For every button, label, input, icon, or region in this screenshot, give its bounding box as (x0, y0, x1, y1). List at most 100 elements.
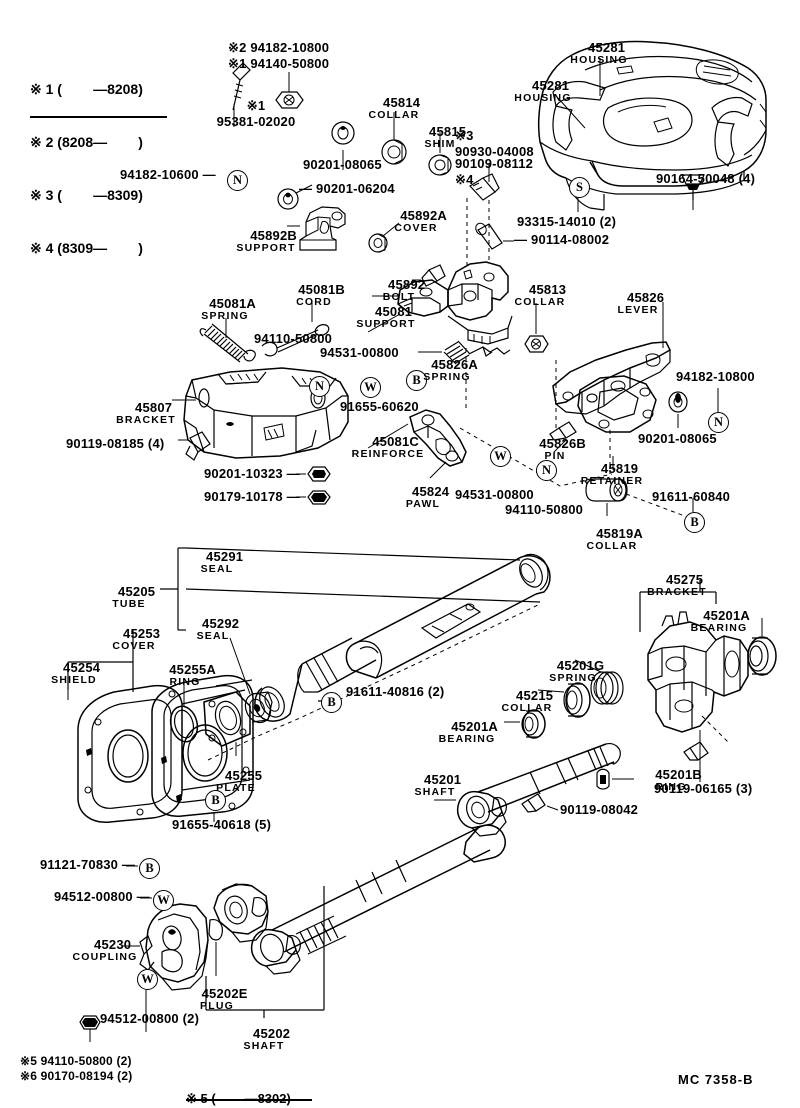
label-94140-50800: ※1 94140-50800 (228, 56, 330, 71)
label-94182-10800-right: 94182-10800 (676, 369, 755, 384)
part-45819A-shape (585, 478, 628, 516)
part-45892-shape (412, 264, 446, 287)
note-star5: ※5 94110-50800 (2) (20, 1054, 132, 1068)
part-45081-shape (367, 261, 513, 345)
part-90201-08065-b-shape (668, 391, 688, 428)
part-90164-50048-shape (681, 174, 705, 210)
label-91611-60840: 91611-60840 (652, 489, 731, 504)
part-45202-upper-joint-shape (213, 883, 269, 943)
marker-W-94512-00800-a: W (153, 890, 174, 911)
label-90201-08065-a: 90201-08065 (303, 157, 382, 172)
diagram-code: MC 7358-B (678, 1072, 754, 1087)
part-45815-shape (428, 132, 452, 176)
part-95381-02020-shape (232, 62, 251, 127)
part-90201-10323-shape (296, 466, 331, 482)
label-90119-08042: 90119-08042 (560, 802, 639, 817)
part-45275-shape (647, 611, 749, 733)
label-94512-00800-b: 94512-00800 (2) (100, 1011, 200, 1026)
label-94531-00800-a: 94531-00800 (320, 345, 399, 360)
marker-S-93315: S (569, 177, 590, 198)
label-91655-40618: 91655-40618 (5) (172, 817, 272, 832)
marker-B-91655-40618: B (205, 790, 226, 811)
marker-N-94110-50800-b: N (536, 460, 557, 481)
label-90109-08112: 90109-08112 ※4 (455, 156, 534, 187)
part-45281-housing-shape (537, 40, 767, 211)
marker-W-94531-00800-b: W (490, 446, 511, 467)
label-94182-10800-top: ※2 94182-10800 (228, 40, 330, 55)
part-45292-shape (229, 637, 273, 724)
part-90119-08042-shape (521, 793, 559, 813)
marker-N-94110-50800-a: N (309, 376, 330, 397)
label-94110-50800-b: 94110-50800 (505, 502, 584, 517)
part-45230-shape (122, 903, 209, 991)
marker-B-91611-60840: B (684, 512, 705, 533)
part-90119-06165-shape (683, 741, 709, 761)
label-90114-08002: — 90114-08002 (514, 232, 610, 247)
marker-B-91655-60620: B (406, 370, 427, 391)
part-45081B-shape (261, 300, 330, 357)
marker-W-94512-00800-b: W (137, 969, 158, 990)
label-93315-14010: 93315-14010 (2) (517, 214, 617, 229)
part-45202E-shape (208, 919, 223, 976)
part-45826A-shape (418, 340, 511, 365)
label-90201-06204: — 90201-06204 (299, 181, 395, 196)
part-45824-shape (367, 409, 467, 479)
note-star6: ※6 90170-08194 (2) (20, 1069, 133, 1083)
part-90930-04008-shape (469, 163, 500, 201)
label-95381-02020: ※1 95381-02020 (216, 98, 296, 130)
label-90201-10323: 90201-10323 — (204, 466, 300, 481)
part-45826B-shape (549, 421, 577, 453)
label-90201-08065-b: 90201-08065 (638, 431, 717, 446)
label-90930-04008: ※3 90930-04008 (455, 128, 534, 159)
part-45253-45254-shape (67, 630, 254, 823)
part-45813-shape (524, 303, 549, 353)
legend-bottom: ※ 5 ( —8302) ※ 6 (8302— ) (186, 1090, 291, 1106)
part-45201A-bearing-a-shape (747, 618, 777, 676)
part-45081A-shape (199, 318, 256, 363)
part-90114-08002-shape (475, 222, 514, 250)
marker-N-94182-10600: N (227, 170, 248, 191)
marker-B-91611-40816: B (321, 692, 342, 713)
part-94110-50800-nut-shape (79, 1015, 101, 1042)
part-45205-tube-shape (254, 553, 551, 722)
label-94512-00800-a: 94512-00800 — (54, 889, 150, 904)
part-45201A-bearing-b-shape (504, 709, 546, 739)
part-90119-08185-shape (178, 431, 211, 461)
part-90179-10178-shape (296, 490, 331, 505)
part-94140-50800-shape (275, 72, 304, 109)
part-45826-shape (552, 302, 671, 433)
label-91655-60620: 91655-60620 (340, 399, 419, 414)
label-94182-10600: 94182-10600 — (120, 167, 216, 182)
marker-B-91121-70830: B (139, 858, 160, 879)
part-45201G-shape (574, 659, 624, 705)
label-90119-08185: 90119-08185 (4) (66, 436, 165, 451)
part-45201B-shape (596, 768, 634, 790)
